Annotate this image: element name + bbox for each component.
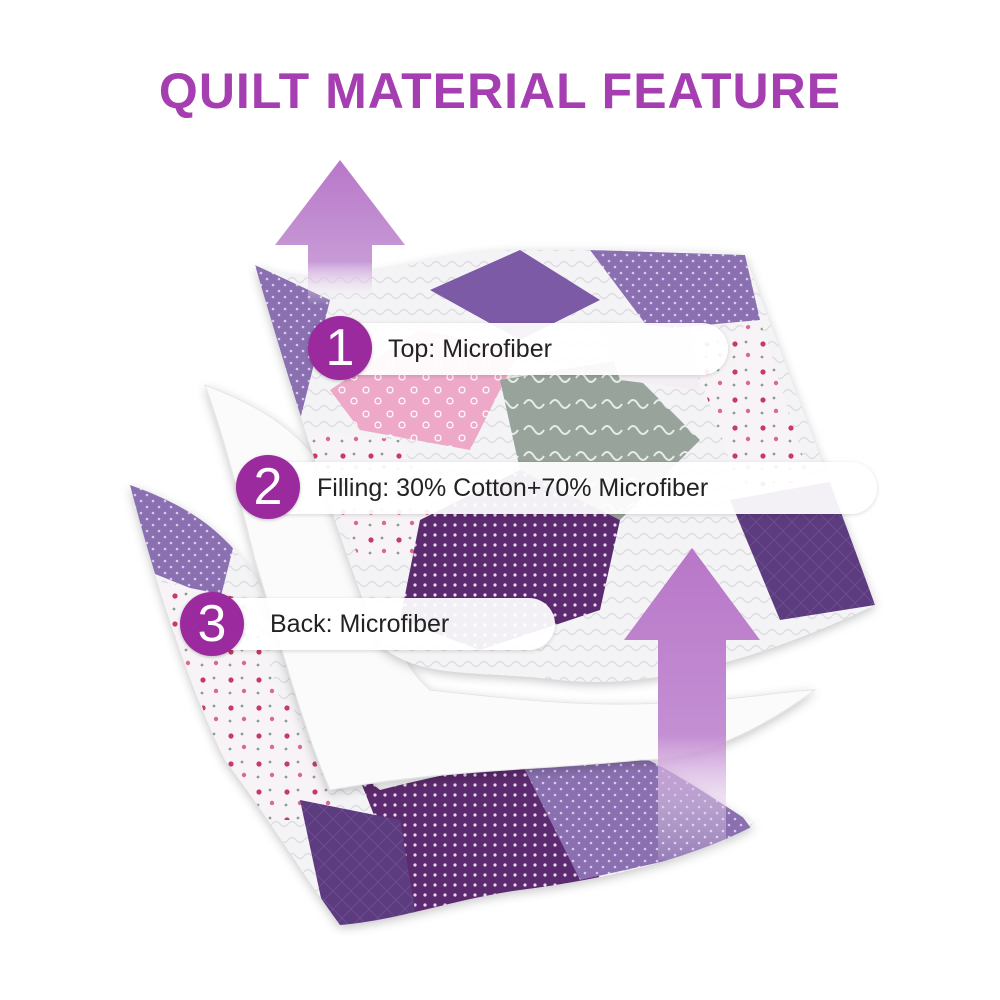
layer-label-filling: Filling: 30% Cotton+70% Microfiber [255, 462, 877, 514]
layer-label-filling-text: Filling: 30% Cotton+70% Microfiber [317, 473, 709, 502]
arrow-up-bottom [624, 548, 760, 860]
page-title: QUILT MATERIAL FEATURE [158, 63, 842, 119]
layer-number-badge-1: 1 [308, 316, 372, 380]
layer-label-top-text: Top: Microfiber [388, 334, 552, 363]
layer-number-badge-2: 2 [236, 455, 300, 519]
arrow-up-top [275, 160, 405, 305]
layer-label-top: Top: Microfiber [330, 323, 728, 375]
layer-label-back-text: Back: Microfiber [270, 609, 450, 638]
layer-number-badge-3: 3 [180, 592, 244, 656]
layer-label-back: Back: Microfiber [200, 598, 555, 650]
